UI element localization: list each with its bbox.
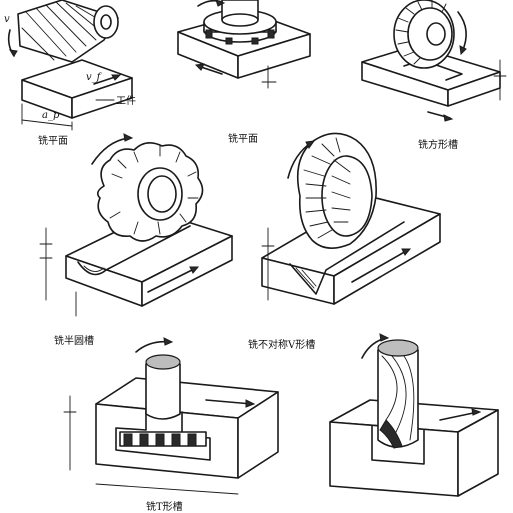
feed-arrow-icon: [351, 249, 409, 283]
arrow-head-icon: [163, 337, 174, 346]
arrow-head-icon: [471, 408, 482, 416]
panel-end-mill-plane: 铣平面: [177, 0, 311, 145]
feed-arrow-icon: [205, 399, 253, 405]
workpiece-side-face: [141, 235, 233, 307]
workpiece-side-face: [71, 77, 133, 119]
symbol-feed: v_f: [86, 72, 103, 83]
arrow-head-icon: [215, 0, 226, 7]
feed-arrow-icon: [439, 411, 479, 421]
caption-face-mill-plane: 铣平面: [38, 134, 68, 147]
groove-shading: [295, 267, 317, 289]
arrow-head-icon: [379, 333, 390, 342]
panel-square-groove: 铣方形槽: [361, 0, 507, 151]
arrow-head-icon: [459, 45, 467, 56]
arrow-head-icon: [8, 49, 18, 57]
arrow-head-icon: [123, 133, 134, 142]
side-mill-cutter: [393, 0, 455, 69]
helical-cylinder-cutter: [17, 0, 119, 63]
angle-cutter: [296, 132, 377, 249]
slot-outline: [371, 425, 425, 465]
caption-end-mill-plane: 铣平面: [228, 132, 258, 145]
rotation-arrow-icon: [457, 11, 467, 53]
symbol-cutting-speed: v: [4, 14, 10, 25]
callout-workpiece: 工件: [116, 95, 136, 107]
face-mill-cutter: [203, 0, 277, 45]
helical-end-mill: [377, 339, 419, 449]
arrow-head-icon: [305, 140, 316, 149]
workpiece-side-face: [237, 391, 279, 479]
panel-asym-v-groove: 铣不对称V形槽: [248, 132, 441, 351]
workpiece-side-face: [237, 33, 311, 79]
arrow-head-icon: [111, 74, 122, 81]
panel-face-mill-plane: v v_f a_p 工件 铣平面: [4, 0, 136, 147]
panel-helical-end-mill: [329, 333, 499, 497]
t-slot-cutter: [119, 354, 207, 447]
groove-shading: [83, 265, 105, 272]
convex-form-cutter: [96, 142, 204, 242]
groove-outline: [77, 225, 191, 276]
arrow-head-icon: [401, 248, 412, 256]
symbol-depth-of-cut: a_p: [42, 110, 60, 121]
caption-half-round-groove: 铣半圆槽: [54, 334, 94, 347]
caption-t-slot: 铣T形槽: [146, 500, 183, 513]
arrow-head-icon: [443, 114, 454, 122]
arrow-head-icon: [194, 63, 205, 71]
v-groove-outline: [289, 221, 405, 295]
arrow-head-icon: [189, 266, 200, 274]
panel-half-round-groove: 铣半圆槽: [39, 133, 233, 347]
caption-asym-v-groove: 铣不对称V形槽: [248, 338, 315, 351]
arrow-head-icon: [245, 399, 256, 408]
panel-t-slot: 铣T形槽: [63, 337, 279, 513]
caption-square-groove: 铣方形槽: [418, 138, 458, 151]
dimension-line: [95, 483, 239, 495]
workpiece-side-face: [457, 409, 499, 497]
dimension-line: [21, 119, 73, 127]
feed-arrow-icon: [147, 267, 197, 293]
workpiece-side-face: [333, 213, 441, 305]
